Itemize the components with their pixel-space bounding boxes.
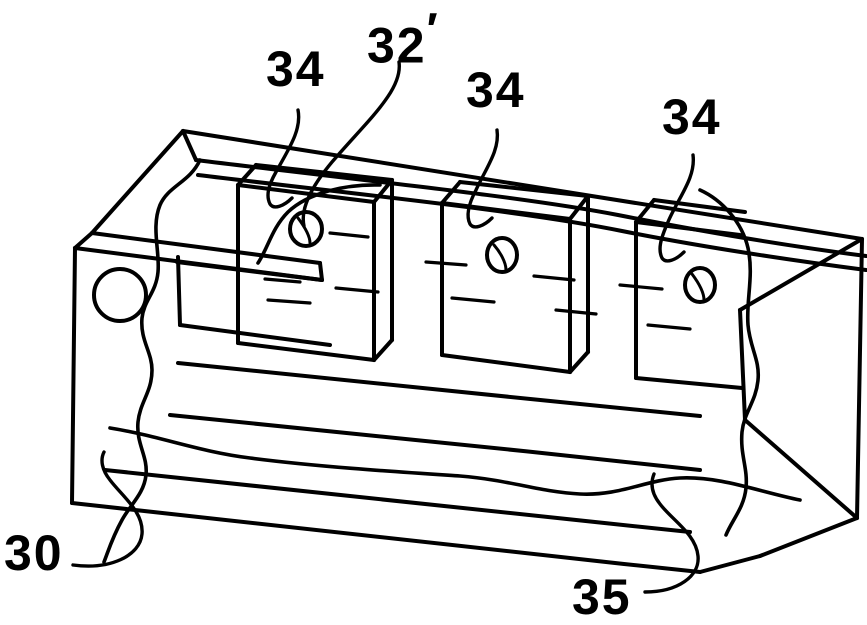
block3-front-bottom-edge [634,376,744,390]
body-bottom-front-edge [70,501,702,574]
block3-centerline-a [618,283,664,291]
block2-centerline-c [532,274,576,282]
upright-block-2 [424,180,598,374]
body-front-face-line-3 [103,468,692,534]
right-end-bottom-edge [758,516,859,558]
block3-top-front-edge [634,220,742,237]
leader-line-30 [71,450,144,568]
reference-numeral-34-second: 34 [466,62,526,118]
prime-mark: ′ [426,3,438,55]
right-end-bottom-front [698,554,762,574]
body-left-top-corner-edge [181,129,198,162]
right-end-top-diagonal [738,237,864,312]
block1-bore-inner-arc [296,216,312,245]
block3-centerline-b [646,323,692,331]
block1-front-bottom-edge [236,341,376,362]
body-chamfer-left-upper [90,129,185,235]
leader-line-32prime [301,60,401,228]
block2-top-front-edge [440,201,572,221]
body-right-rear-vertical [855,237,864,520]
break-line-base-wavy [108,426,802,502]
body-left-chamfer-right-edge [318,261,324,282]
upright-block-3 [618,198,747,390]
reference-numeral-35: 35 [572,569,632,625]
block3-top-left-corner [634,198,656,224]
block2-front-bottom-edge [440,353,572,374]
numeral-32-digits: 32 [367,17,427,74]
body-front-face-line-2 [168,413,702,472]
leader-line-34c [658,153,695,263]
body-left-shoulder-bottom [178,323,332,347]
block1-centerline-c [328,231,370,239]
body-top-rear-edge [181,129,864,241]
break-line-left-upper-curve [256,183,382,265]
body-left-front-vertical [70,246,77,505]
block3-bore-hole [683,266,717,304]
left-face-bore-hole [92,267,148,323]
drawing-strokes [70,60,867,594]
block2-centerline-a [424,260,468,267]
leader-line-34b [466,128,500,229]
body-left-chamfer-top-edge [90,231,322,265]
block2-centerline-d [554,308,598,316]
block2-top-rear-edge [458,180,590,198]
reference-numeral-30: 30 [4,525,64,581]
block1-centerline-d [334,286,380,294]
block1-top-right-corner [372,178,394,204]
reference-numeral-34-third: 34 [662,89,722,145]
block2-bore-inner-arc [492,243,508,272]
block2-top-right-corner [568,194,590,221]
block1-centerline-b [266,298,312,305]
block2-top-left-corner [440,180,462,205]
block2-centerline-b [450,296,496,304]
reference-numeral-34-first: 34 [266,41,326,97]
block1-bore-hole [288,210,324,248]
block1-bottom-right-corner [372,338,394,362]
block1-top-front-edge [236,183,376,204]
right-end-mid-vertical [738,308,747,422]
block1-centerline-a [263,277,302,284]
body-left-shoulder-vertical [176,255,182,327]
reference-numeral-32-prime: 32′ [367,6,438,71]
body-chamfer-left-lower [73,231,94,250]
leader-line-34a [266,108,301,209]
block2-bottom-right-corner [568,350,590,374]
body-left-step-edge [175,260,324,282]
block1-top-left-corner [236,163,258,187]
break-line-left [102,158,202,564]
block2-bore-hole [485,236,519,274]
block3-bore-inner-arc [690,272,706,302]
block3-top-rear-edge [652,198,747,214]
right-end-lower-diagonal [743,418,859,520]
leader-line-35 [643,472,700,594]
upright-block-1 [236,163,394,362]
body-front-face-line-1 [176,361,702,418]
